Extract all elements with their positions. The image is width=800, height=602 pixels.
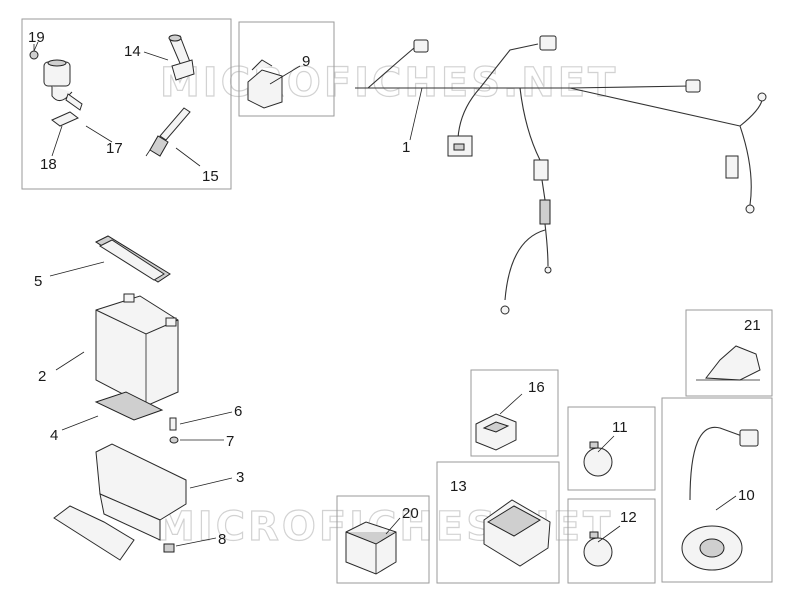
callout-5: 5 xyxy=(34,273,42,290)
screw-part: 6 xyxy=(169,403,242,431)
relay-group: 9 xyxy=(238,21,335,117)
part-21-group: 21 xyxy=(685,309,773,397)
callout-2: 2 xyxy=(38,368,46,385)
callout-7: 7 xyxy=(226,433,234,450)
part-20-frame xyxy=(336,495,430,584)
callout-1: 1 xyxy=(402,139,410,156)
part-20-group: 20 xyxy=(336,495,430,584)
part-13-frame xyxy=(436,461,560,584)
callout-20: 20 xyxy=(402,505,419,522)
callout-17: 17 xyxy=(106,140,123,157)
watermark-top: MICROFICHES.NET xyxy=(160,60,618,106)
coil-bracket-part xyxy=(51,111,79,127)
nut-part: 7 xyxy=(169,433,234,450)
part-13-group: 13 xyxy=(436,461,560,584)
part-12-frame xyxy=(567,498,656,584)
part-21-frame xyxy=(685,309,773,397)
part-12-group: 12 xyxy=(567,498,656,584)
callout-15: 15 xyxy=(202,168,219,185)
coil-screw-part xyxy=(29,44,39,60)
ignition-coil-part xyxy=(43,59,83,111)
callout-18: 18 xyxy=(40,156,57,173)
spark-plug-part xyxy=(145,107,191,157)
battery-part: 2 xyxy=(38,293,179,407)
callout-19: 19 xyxy=(28,29,45,46)
sensor-cable xyxy=(689,426,743,501)
spark-plug-cap-part xyxy=(168,34,195,81)
callout-14: 14 xyxy=(124,43,141,60)
relay-part xyxy=(247,69,283,109)
callout-10: 10 xyxy=(738,487,755,504)
battery-tray-part: 3 xyxy=(53,443,244,561)
callout-13: 13 xyxy=(450,478,467,495)
cable-tie-12 xyxy=(583,537,613,567)
callout-21: 21 xyxy=(744,317,761,334)
part-21 xyxy=(705,345,761,381)
part-10-group: 10 xyxy=(661,397,773,583)
relay-frame xyxy=(238,21,335,117)
callout-4: 4 xyxy=(50,427,58,444)
part-11-group: 11 xyxy=(567,406,656,491)
callout-9: 9 xyxy=(302,53,310,70)
regulator-part xyxy=(345,521,397,575)
ignition-group: 19 14 17 18 15 xyxy=(21,18,232,190)
callout-16: 16 xyxy=(528,379,545,396)
callout-11: 11 xyxy=(612,419,628,436)
battery-pad-part: 4 xyxy=(50,391,164,444)
callout-12: 12 xyxy=(620,509,637,526)
battery-strap-part: 5 xyxy=(34,235,171,290)
part-11-frame xyxy=(567,406,656,491)
part-16-frame xyxy=(470,369,559,457)
callout-3: 3 xyxy=(236,469,244,486)
part-16-group: 16 xyxy=(470,369,559,457)
fuse-part: 8 xyxy=(163,531,226,553)
cable-tie-11 xyxy=(583,447,613,477)
callout-8: 8 xyxy=(218,531,226,548)
part-10-frame xyxy=(661,397,773,583)
ignition-group-frame xyxy=(21,18,232,190)
wiring-harness-part: 1 xyxy=(355,35,767,315)
callout-6: 6 xyxy=(234,403,242,420)
